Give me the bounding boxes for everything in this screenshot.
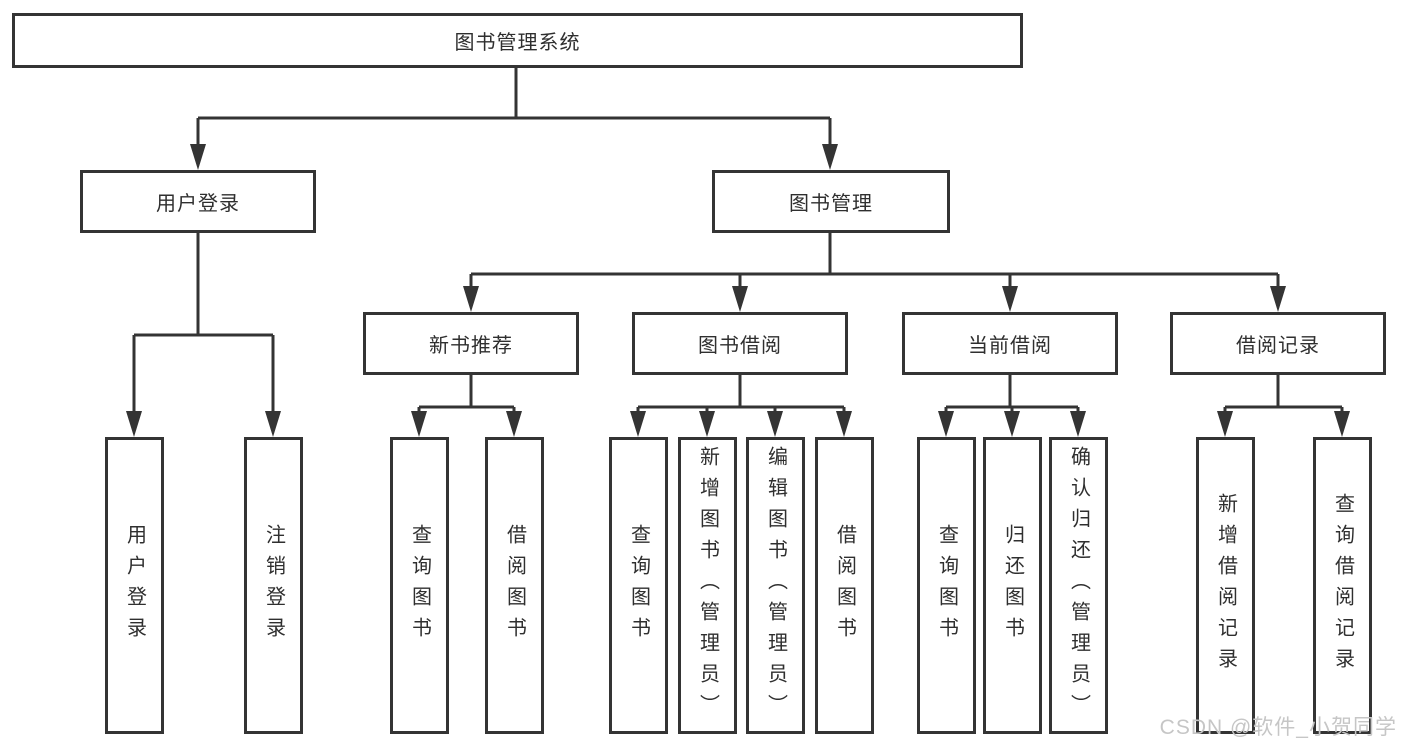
leaf-query-books-borrowing: 查询图书 (609, 437, 668, 734)
leaf-borrow-books-borrowing: 借阅图书 (815, 437, 874, 734)
leaf-query-books-current-label: 查询图书 (935, 523, 958, 648)
node-book-borrowing: 图书借阅 (632, 312, 848, 375)
leaf-logout-label: 注销登录 (262, 523, 285, 648)
node-library-system: 图书管理系统 (12, 13, 1023, 68)
leaf-query-books-recommend-label: 查询图书 (408, 523, 431, 648)
node-new-book-recommendation: 新书推荐 (363, 312, 579, 375)
leaf-edit-books-admin: 编辑图书（管理员） (746, 437, 805, 734)
leaf-query-borrow-record: 查询借阅记录 (1313, 437, 1372, 734)
leaf-add-borrow-record: 新增借阅记录 (1196, 437, 1255, 734)
node-borrowing-records: 借阅记录 (1170, 312, 1386, 375)
leaf-borrow-books-recommend: 借阅图书 (485, 437, 544, 734)
csdn-watermark: CSDN @软件_小贺同学 (1159, 716, 1397, 739)
node-current-borrowing: 当前借阅 (902, 312, 1118, 375)
leaf-borrow-books-borrowing-label: 借阅图书 (833, 523, 856, 648)
leaf-query-borrow-record-label: 查询借阅记录 (1331, 492, 1354, 679)
node-book-management: 图书管理 (712, 170, 950, 233)
leaf-add-books-admin-label: 新增图书（管理员） (696, 446, 719, 725)
leaf-user-login: 用户登录 (105, 437, 164, 734)
leaf-borrow-books-recommend-label: 借阅图书 (503, 523, 526, 648)
leaf-add-books-admin: 新增图书（管理员） (678, 437, 737, 734)
leaf-return-books: 归还图书 (983, 437, 1042, 734)
leaf-add-borrow-record-label: 新增借阅记录 (1214, 492, 1237, 679)
leaf-confirm-return-admin: 确认归还（管理员） (1049, 437, 1108, 734)
node-user-login: 用户登录 (80, 170, 316, 233)
leaf-logout: 注销登录 (244, 437, 303, 734)
leaf-return-books-label: 归还图书 (1001, 523, 1024, 648)
leaf-query-books-borrowing-label: 查询图书 (627, 523, 650, 648)
leaf-user-login-label: 用户登录 (123, 523, 146, 648)
leaf-query-books-recommend: 查询图书 (390, 437, 449, 734)
leaf-edit-books-admin-label: 编辑图书（管理员） (764, 446, 787, 725)
leaf-confirm-return-admin-label: 确认归还（管理员） (1067, 446, 1090, 725)
leaf-query-books-current: 查询图书 (917, 437, 976, 734)
